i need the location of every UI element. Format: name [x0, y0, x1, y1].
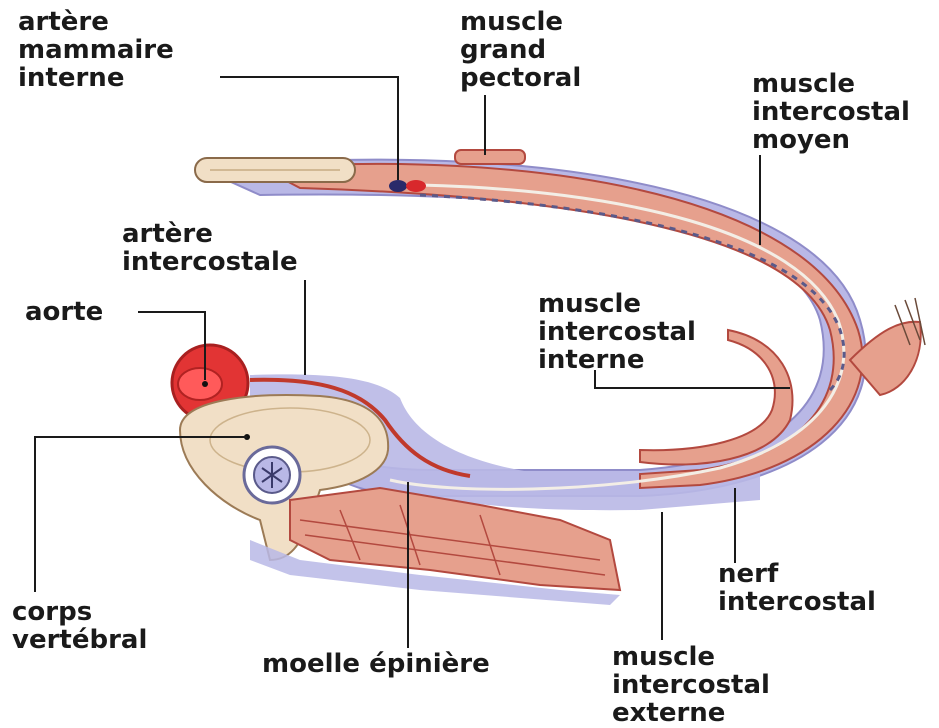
label-line: corps: [12, 598, 147, 626]
label-line: muscle: [538, 290, 696, 318]
label-line: pectoral: [460, 64, 581, 92]
label-muscle-intercostal-interne: muscle intercostal interne: [538, 290, 696, 374]
label-moelle-epiniere: moelle épinière: [262, 650, 490, 678]
label-artere-mammaire-interne: artère mammaire interne: [18, 8, 174, 92]
mammary-vein: [389, 180, 407, 192]
label-line: intercostal: [752, 98, 910, 126]
label-line: grand: [460, 36, 581, 64]
label-muscle-intercostal-externe: muscle intercostal externe: [612, 643, 770, 727]
label-nerf-intercostal: nerf intercostal: [718, 560, 876, 616]
label-line: intercostale: [122, 248, 298, 276]
aorta-center-dot: [202, 381, 208, 387]
label-line: artère: [122, 220, 298, 248]
label-line: moelle épinière: [262, 650, 490, 678]
label-line: muscle: [612, 643, 770, 671]
label-line: nerf: [718, 560, 876, 588]
label-line: mammaire: [18, 36, 174, 64]
label-line: moyen: [752, 126, 910, 154]
aorta-lumen: [178, 368, 222, 400]
label-aorte: aorte: [25, 298, 103, 326]
label-line: muscle: [752, 70, 910, 98]
label-line: muscle: [460, 8, 581, 36]
label-line: intercostal: [718, 588, 876, 616]
label-corps-vertebral: corps vertébral: [12, 598, 147, 654]
label-line: aorte: [25, 298, 103, 326]
grand-pectoral-muscle: [455, 150, 525, 164]
label-line: interne: [18, 64, 174, 92]
label-line: externe: [612, 699, 770, 727]
mammary-artery: [406, 180, 426, 192]
label-line: artère: [18, 8, 174, 36]
label-line: intercostal: [612, 671, 770, 699]
label-muscle-intercostal-moyen: muscle intercostal moyen: [752, 70, 910, 154]
label-line: vertébral: [12, 626, 147, 654]
label-line: intercostal: [538, 318, 696, 346]
label-artere-intercostale: artère intercostale: [122, 220, 298, 276]
label-muscle-grand-pectoral: muscle grand pectoral: [460, 8, 581, 92]
label-line: interne: [538, 346, 696, 374]
